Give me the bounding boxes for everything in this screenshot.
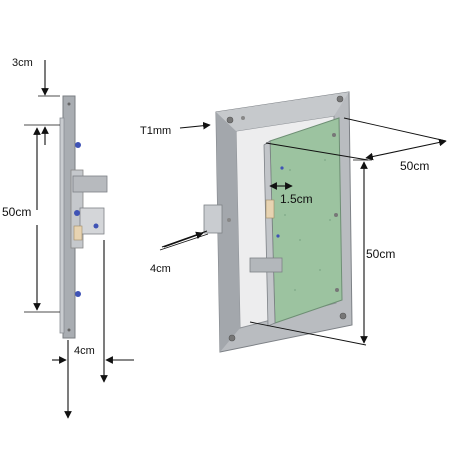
label-front-height: 50cm bbox=[366, 247, 395, 261]
door-screw-5 bbox=[276, 234, 280, 238]
dim-front-depth-line-top bbox=[161, 230, 208, 248]
side-view: 3cm 50cm 4cm bbox=[2, 57, 134, 419]
side-screw-2 bbox=[74, 210, 80, 216]
label-inset: 1.5cm bbox=[280, 192, 313, 206]
side-screw-1 bbox=[75, 142, 81, 148]
frame-top-band bbox=[216, 92, 349, 131]
label-side-depth: 4cm bbox=[74, 345, 95, 357]
door-screw-2 bbox=[334, 213, 338, 217]
frame-screw-2 bbox=[336, 95, 344, 103]
dim-front-height-ext-bottom bbox=[249, 321, 367, 346]
label-side-top-gap: 3cm bbox=[12, 57, 33, 69]
label-front-depth: 4cm bbox=[150, 263, 171, 275]
dim-width-ext-top bbox=[343, 117, 447, 142]
board-texture bbox=[284, 159, 331, 291]
side-lock-bracket bbox=[79, 207, 105, 235]
dim-front-depth-line-bottom bbox=[159, 233, 209, 251]
label-side-height: 50cm bbox=[2, 205, 31, 219]
frame-screw-3 bbox=[339, 312, 347, 320]
door-screw-4 bbox=[280, 166, 284, 170]
frame-screw-4 bbox=[228, 334, 236, 342]
door-screw-3 bbox=[335, 288, 339, 292]
lock-block bbox=[265, 199, 275, 219]
dim-width-arrow bbox=[365, 138, 447, 161]
dim-width-ext-bottom bbox=[265, 142, 369, 161]
side-flange-edge bbox=[59, 117, 65, 334]
label-thickness: T1mm bbox=[140, 125, 171, 137]
thickness-pointer bbox=[179, 121, 211, 130]
lock-bracket bbox=[203, 204, 223, 234]
side-rivet-1 bbox=[67, 102, 71, 106]
label-width: 50cm bbox=[400, 159, 429, 173]
frame-screw-1 bbox=[226, 116, 234, 124]
door-screw-1 bbox=[332, 133, 336, 137]
side-clip-upper bbox=[72, 175, 108, 193]
frame-left-band bbox=[216, 112, 240, 352]
side-lock-block bbox=[73, 225, 83, 241]
side-screw-4 bbox=[93, 223, 99, 229]
side-screw-3 bbox=[75, 291, 81, 297]
frame-screw-6 bbox=[227, 218, 231, 222]
spring-clip bbox=[249, 257, 283, 273]
side-rivet-2 bbox=[67, 328, 71, 332]
door-board bbox=[269, 117, 343, 324]
front-view: T1mm 50cm 1.5cm 4cm 50cm bbox=[140, 91, 447, 353]
dim-front-depth-arrow bbox=[163, 231, 204, 248]
frame-screw-5 bbox=[241, 116, 245, 120]
